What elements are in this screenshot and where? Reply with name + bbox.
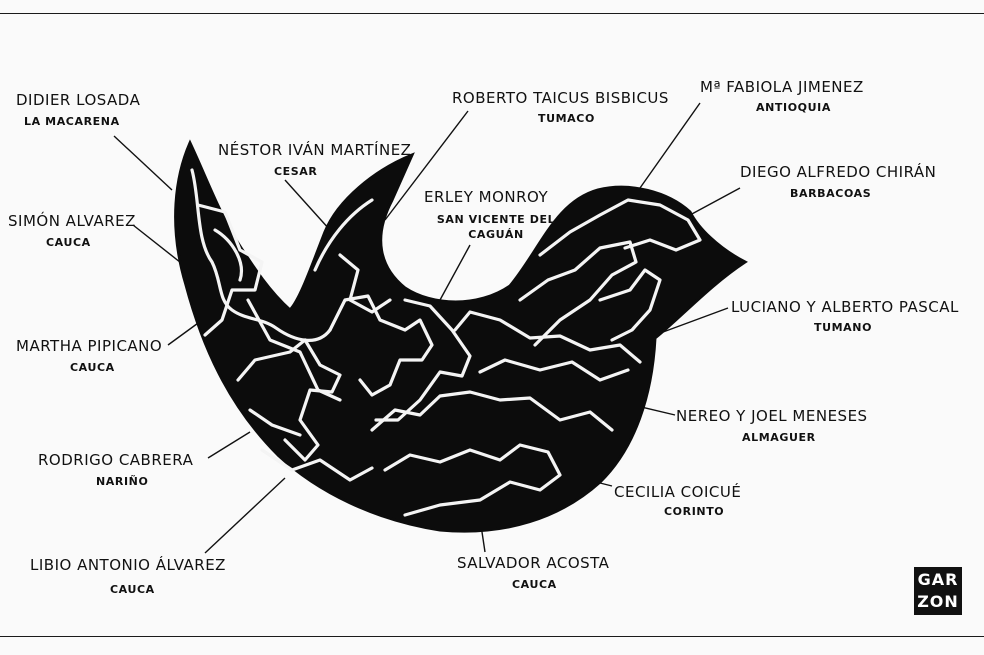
victim-name: ERLEY MONROY bbox=[424, 188, 549, 206]
victim-place: CAUCA bbox=[70, 361, 115, 374]
chalk-figure bbox=[328, 294, 434, 397]
chalk-figure bbox=[598, 268, 662, 342]
victim-place: CESAR bbox=[274, 165, 318, 178]
victim-place: CAUCA bbox=[512, 578, 557, 591]
leader-fabiola bbox=[639, 102, 701, 189]
top-border bbox=[0, 13, 984, 14]
bottom-border bbox=[0, 636, 984, 637]
leader-rodrigo bbox=[207, 431, 251, 459]
victim-place: LA MACARENA bbox=[24, 115, 120, 128]
signature-line-1: GAR bbox=[917, 570, 959, 589]
leader-roberto bbox=[384, 110, 469, 221]
chalk-figure bbox=[383, 443, 562, 517]
chalk-figure bbox=[248, 408, 374, 482]
chalk-figure bbox=[370, 390, 614, 432]
victim-name: NEREO Y JOEL MENESES bbox=[676, 407, 868, 425]
victim-place: CAUCA bbox=[46, 236, 91, 249]
victim-name: SALVADOR ACOSTA bbox=[457, 554, 610, 572]
leader-diego bbox=[689, 187, 741, 216]
leader-didier bbox=[113, 135, 173, 191]
victim-place: SAN VICENTE DEL CAGUÁN bbox=[436, 213, 556, 241]
artist-signature-logo: GAR ZON bbox=[914, 567, 962, 615]
chalk-figure bbox=[236, 338, 342, 462]
victim-name: SIMÓN ALVAREZ bbox=[8, 212, 136, 230]
leader-nestor bbox=[284, 179, 331, 231]
leader-erley bbox=[439, 244, 471, 301]
victim-name: CECILIA COICUÉ bbox=[614, 483, 742, 501]
victim-name: LIBIO ANTONIO ÁLVAREZ bbox=[30, 556, 226, 574]
chalk-figure bbox=[213, 228, 342, 402]
victim-name: LUCIANO Y ALBERTO PASCAL bbox=[731, 298, 959, 316]
victim-place: CAUCA bbox=[110, 583, 155, 596]
leader-luciano bbox=[654, 307, 729, 336]
chalk-figure bbox=[196, 203, 264, 337]
victim-place: CORINTO bbox=[664, 505, 725, 518]
victim-name: DIEGO ALFREDO CHIRÁN bbox=[740, 163, 937, 181]
victim-name: ROBERTO TAICUS BISBICUS bbox=[452, 89, 669, 107]
victim-place: BARBACOAS bbox=[790, 187, 872, 200]
victim-name: NÉSTOR IVÁN MARTÍNEZ bbox=[218, 141, 412, 159]
chalk-figure bbox=[538, 198, 702, 257]
victim-place: TUMACO bbox=[538, 112, 595, 125]
chalk-figure bbox=[478, 358, 630, 382]
victim-name: DIDIER LOSADA bbox=[16, 91, 141, 109]
chalk-figure bbox=[518, 240, 638, 347]
dove-body bbox=[174, 139, 748, 533]
victim-place: TUMANO bbox=[814, 321, 873, 334]
chalk-outlines bbox=[190, 168, 702, 517]
leader-libio bbox=[204, 477, 286, 554]
chalk-figure bbox=[190, 168, 332, 342]
victim-place: NARIÑO bbox=[96, 475, 149, 488]
victim-name: RODRIGO CABRERA bbox=[38, 451, 194, 469]
victim-place: ALMAGUER bbox=[742, 431, 816, 444]
victim-name: Mª FABIOLA JIMENEZ bbox=[700, 78, 864, 96]
signature-line-2: ZON bbox=[917, 592, 959, 611]
victim-name: MARTHA PIPICANO bbox=[16, 337, 163, 355]
victim-place: ANTIOQUIA bbox=[756, 101, 831, 114]
